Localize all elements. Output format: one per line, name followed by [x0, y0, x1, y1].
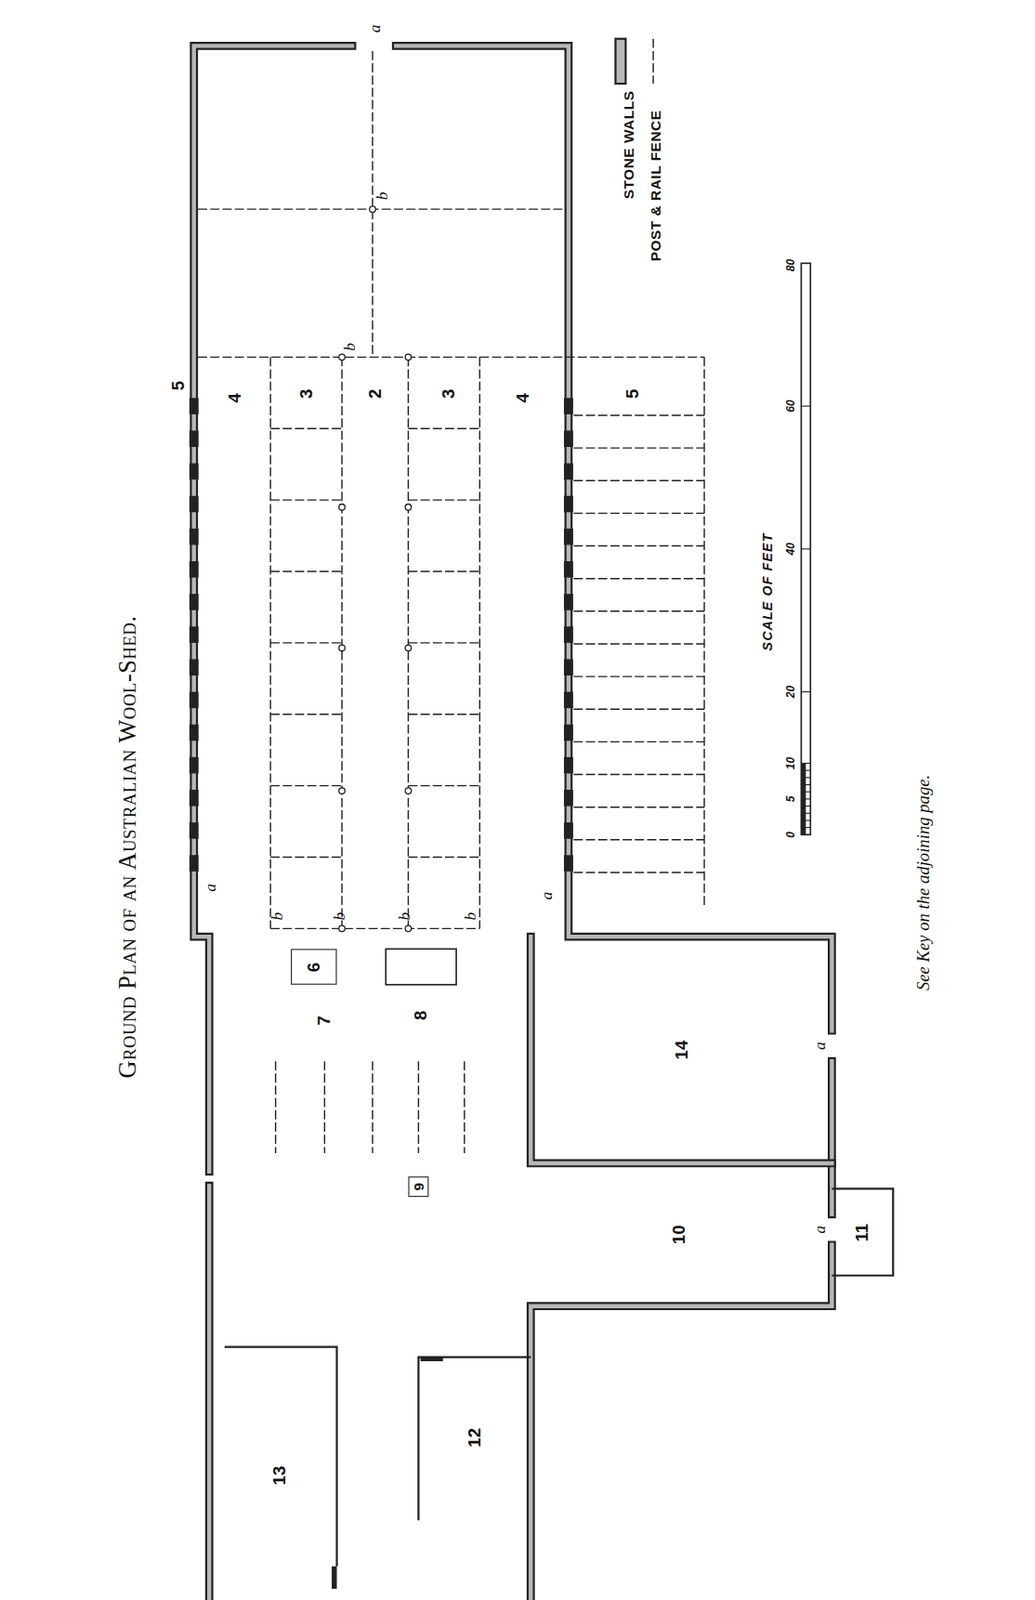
room-number: 9 — [411, 1182, 426, 1192]
callout-number: 3 — [440, 389, 459, 399]
callout-number: 4 — [513, 393, 532, 403]
room-number: 6 — [304, 961, 323, 971]
room-box: 12 — [422, 1361, 527, 1515]
room-number: 11 — [853, 1222, 872, 1242]
scale-tick: 20 — [785, 685, 797, 698]
door-gate-letter: b — [341, 342, 359, 352]
scale-tick: 80 — [785, 259, 797, 272]
callout-number: 7 — [315, 1015, 334, 1025]
scale-tick: 60 — [785, 399, 797, 412]
room-box: 11 — [834, 1191, 892, 1274]
door-gate-letter: b — [269, 912, 287, 921]
door-gate-letter: a — [202, 883, 220, 892]
door-gate-letter: a — [538, 891, 556, 901]
door-gate-letter: a — [366, 24, 383, 33]
door-gate-letter: a — [811, 1225, 828, 1234]
callout-number: 8 — [411, 1010, 430, 1021]
scale-tick: 0 — [785, 831, 797, 839]
callout-number: 3 — [297, 389, 315, 399]
room-number: 13 — [271, 1466, 289, 1486]
scale-tick: 10 — [785, 757, 797, 770]
door-gate-letter: a — [811, 1041, 828, 1050]
room-box: 14 — [535, 941, 828, 1160]
legend-text: STONE WALLS — [621, 91, 636, 200]
scale-tick: 5 — [785, 796, 797, 803]
caption: See Key on the adjoining page. — [915, 774, 933, 991]
room-box: 9 — [407, 1176, 429, 1197]
callout-number: 4 — [225, 393, 244, 403]
door-gate-letter: b — [395, 912, 413, 921]
door-gate-letter: b — [331, 912, 349, 921]
legend-text: POST & RAIL FENCE — [648, 109, 663, 262]
callout-number: 2 — [366, 389, 385, 399]
room-box: 13 — [226, 1350, 333, 1600]
room-box: 6 — [290, 948, 337, 984]
room-number: 14 — [672, 1040, 691, 1061]
callout-number: 5 — [624, 389, 642, 399]
callout-number: 10 — [669, 1224, 688, 1245]
plan-title: Ground Plan of an Australian Wool-Shed. — [115, 615, 140, 1078]
room-number: 12 — [466, 1428, 485, 1448]
scale-tick: 40 — [785, 542, 797, 555]
door-gate-letter: b — [462, 912, 480, 921]
door-gate-letter: b — [374, 191, 392, 200]
scale-title: SCALE OF FEET — [760, 533, 774, 652]
callout-number: 5 — [170, 380, 188, 391]
